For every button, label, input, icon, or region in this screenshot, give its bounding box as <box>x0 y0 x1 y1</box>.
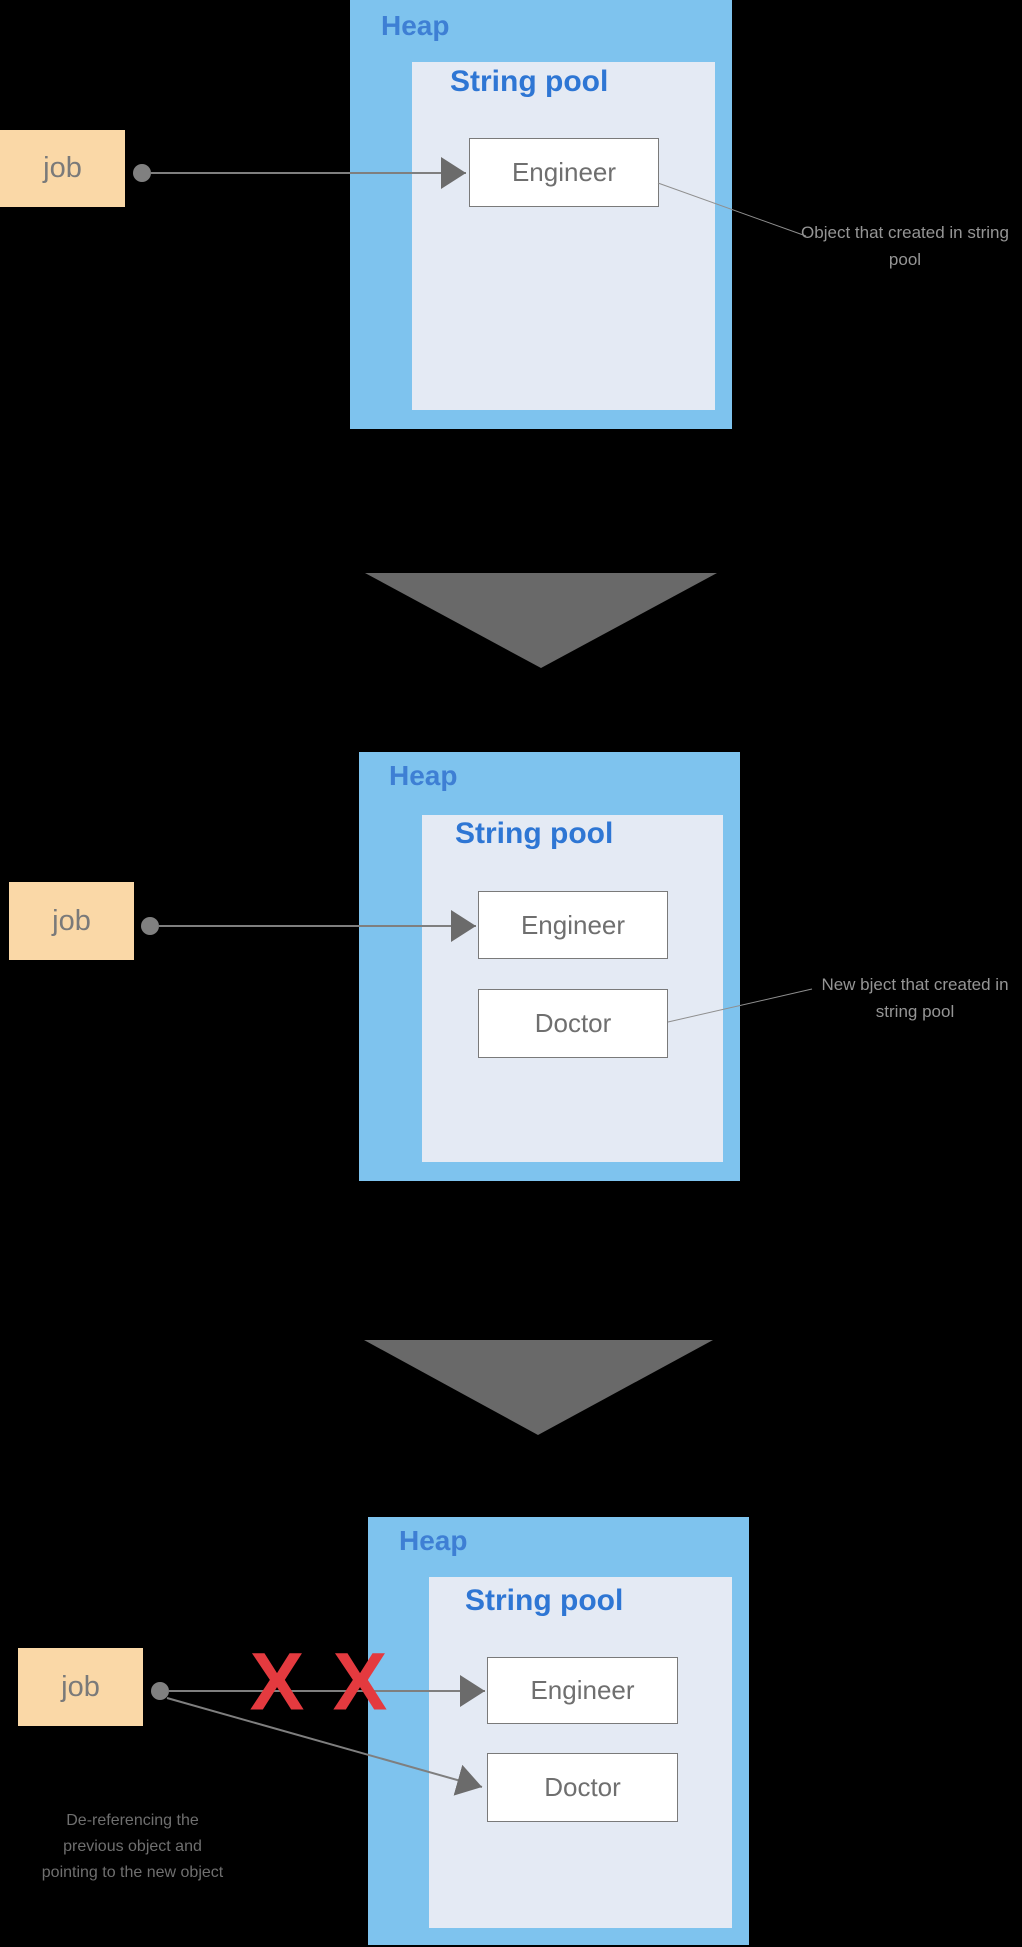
annotation-new-object-created: New bject that created in string pool <box>821 975 1009 1021</box>
object-box-doctor: Doctor <box>478 989 668 1058</box>
string-pool-label: String pool <box>465 1584 624 1617</box>
object-box-doctor: Doctor <box>487 1753 678 1822</box>
separator-triangle-down <box>365 573 717 668</box>
variable-box-job: job <box>9 882 134 960</box>
heap-label: Heap <box>389 760 458 791</box>
annotation-object-created: Object that created in string pool <box>801 223 1009 269</box>
cross-mark: X <box>249 1636 305 1728</box>
string-pool-box <box>422 815 723 1162</box>
string-pool-box <box>412 62 715 410</box>
separator-triangle-down <box>364 1340 713 1435</box>
heap-label: Heap <box>399 1525 468 1556</box>
caption-dereferencing: De-referencing the previous object and p… <box>41 1812 224 1881</box>
object-box-engineer: Engineer <box>478 891 668 959</box>
variable-box-job: job <box>0 130 125 207</box>
string-pool-label: String pool <box>455 817 614 850</box>
cross-mark: X <box>332 1636 388 1728</box>
reference-dot <box>141 917 159 935</box>
heap-label: Heap <box>381 10 450 41</box>
string-pool-label: String pool <box>450 65 609 98</box>
object-box-engineer: Engineer <box>469 138 659 207</box>
reference-dot <box>133 164 151 182</box>
object-box-engineer: Engineer <box>487 1657 678 1724</box>
variable-box-job: job <box>18 1648 143 1726</box>
reference-dot <box>151 1682 169 1700</box>
